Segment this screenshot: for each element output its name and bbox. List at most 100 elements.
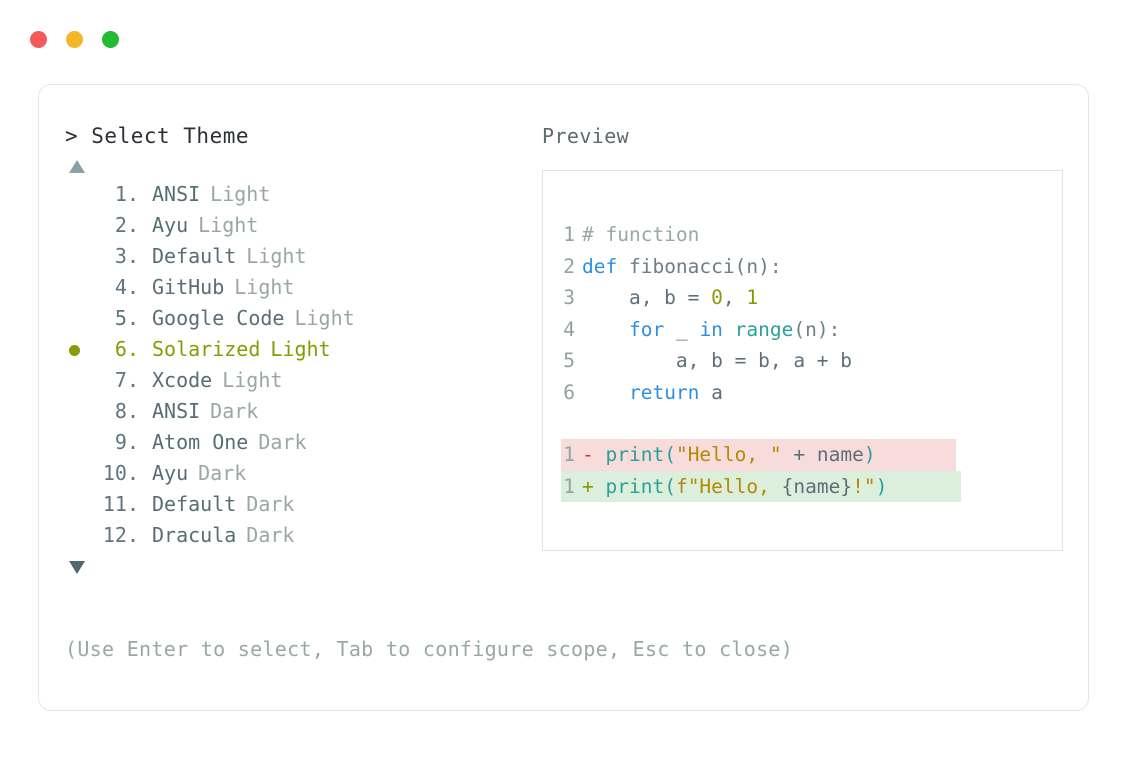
preview-box: 1 # function 2 def fibonacci(n): 3 a, b = … <box>542 170 1063 551</box>
theme-selector-panel: > Select Theme 1. ANSI Light 2. Ayu Ligh… <box>65 121 545 574</box>
page-title: > Select Theme <box>65 124 250 148</box>
keyboard-hint: (Use Enter to select, Tab to configure s… <box>65 637 794 661</box>
list-item-index: 12. <box>102 523 139 547</box>
token-function: print <box>605 474 665 498</box>
line-number: 4 <box>563 317 575 341</box>
preview-label: Preview <box>542 124 630 148</box>
scroll-down-icon[interactable] <box>69 561 85 574</box>
list-item[interactable]: 8. ANSI Dark <box>65 396 545 427</box>
list-item-name: ANSI <box>152 182 201 206</box>
token-number: 0 <box>711 286 723 309</box>
token-string-end: " <box>863 474 876 498</box>
code-line: 3 a, b = 0, 1 <box>561 282 1056 314</box>
maximize-button[interactable] <box>102 31 119 48</box>
list-item-name: Solarized <box>152 337 261 361</box>
list-item[interactable]: 12. Dracula Dark <box>65 520 545 551</box>
token-punct: ) <box>875 474 888 498</box>
diff-removed-line: 1- print("Hello, " + name) <box>561 439 956 471</box>
close-button[interactable] <box>30 31 47 48</box>
token-keyword: in <box>699 317 723 341</box>
token-punct: ( <box>664 443 676 466</box>
line-number: 6 <box>563 380 575 404</box>
code-line: 5 a, b = b, a + b <box>561 345 1056 377</box>
token-indent <box>582 318 629 341</box>
token-plain: _ <box>664 317 700 341</box>
token-punct: ) <box>863 443 876 466</box>
token-keyword: def <box>582 254 618 278</box>
list-item-name: ANSI <box>152 399 201 423</box>
line-number: 1 <box>563 474 575 498</box>
list-item[interactable]: 10. Ayu Dark <box>65 458 545 489</box>
token-placeholder: {name} <box>781 474 853 498</box>
token-plain: a <box>699 380 723 404</box>
line-number: 2 <box>563 254 575 278</box>
list-item[interactable]: 2. Ayu Light <box>65 210 545 241</box>
token-punct: (n): <box>734 254 782 278</box>
list-item[interactable]: 3. Default Light <box>65 241 545 272</box>
list-item-selected[interactable]: 6. Solarized Light <box>65 334 545 365</box>
token-plain: a, b = <box>582 286 712 309</box>
token-plain: a, b = b, a + b <box>582 349 853 372</box>
token-builtin: range <box>734 317 794 341</box>
theme-picker-card: > Select Theme 1. ANSI Light 2. Ayu Ligh… <box>38 84 1089 711</box>
diff-marker-plus: + <box>582 474 594 498</box>
list-item[interactable]: 9. Atom One Dark <box>65 427 545 458</box>
list-item-index: 7. <box>114 368 139 392</box>
list-item-name: Xcode <box>152 368 213 392</box>
diff-marker-minus: - <box>582 443 594 466</box>
list-item-index: 5. <box>114 306 139 330</box>
token-bang: ! <box>852 474 864 498</box>
code-line: 4 for _ in range(n): <box>561 314 1056 346</box>
list-item-variant: Light <box>246 244 307 268</box>
token-number: 1 <box>746 286 759 309</box>
list-item[interactable]: 4. GitHub Light <box>65 272 545 303</box>
diff-added-line: 1 + print(f"Hello, {name}!") <box>561 470 961 502</box>
list-item-index: 4. <box>114 275 139 299</box>
token-indent <box>582 381 629 404</box>
token-comment: # function <box>582 223 700 246</box>
token-function: fibonacci <box>617 254 735 278</box>
token-plain: + <box>781 443 817 466</box>
list-item-name: GitHub <box>152 275 225 299</box>
token-punct: ( <box>664 474 676 498</box>
token-string: "Hello, " <box>675 443 782 466</box>
token-keyword: return <box>628 380 700 404</box>
list-item-index: 8. <box>114 399 139 423</box>
list-item-variant: Dark <box>246 523 295 547</box>
list-item-variant: Light <box>294 306 355 330</box>
token-function: print <box>605 443 665 466</box>
token-space <box>723 318 735 341</box>
selection-bullet-slot <box>65 334 93 427</box>
list-item-name: Google Code <box>152 306 285 330</box>
list-item-index: 10. <box>102 461 139 485</box>
list-item[interactable]: 1. ANSI Light <box>65 179 545 210</box>
token-string: f"Hello, <box>675 474 782 498</box>
preview-panel: Preview 1 # function 2 def fibonacci(n): 3… <box>542 121 1067 551</box>
code-line: 1 # function <box>561 219 1056 251</box>
list-item-name: Ayu <box>152 461 189 485</box>
scroll-up-icon[interactable] <box>69 160 85 173</box>
list-item[interactable]: 5. Google Code Light <box>65 303 545 334</box>
list-item-variant: Light <box>234 275 295 299</box>
line-number: 1 <box>563 223 575 246</box>
line-number: 1 <box>563 443 575 466</box>
list-item[interactable]: 7. Xcode Light <box>65 365 545 396</box>
list-item-name: Atom One <box>152 430 249 454</box>
list-item-name: Ayu <box>152 213 189 237</box>
token-identifier: name <box>816 443 864 466</box>
list-item-index: 11. <box>102 492 139 516</box>
list-item-name: Default <box>152 492 237 516</box>
token-keyword: for <box>628 317 665 341</box>
list-item-index: 1. <box>114 182 139 206</box>
minimize-button[interactable] <box>66 31 83 48</box>
list-item-variant: Light <box>270 337 331 361</box>
list-item-index: 2. <box>114 213 139 237</box>
diff-block: 1- print("Hello, " + name) 1+ print(f"He… <box>561 439 1056 502</box>
list-item-variant: Dark <box>210 399 259 423</box>
list-item-index: 6. <box>114 337 139 361</box>
list-item-variant: Light <box>198 213 259 237</box>
list-item-name: Default <box>152 244 237 268</box>
list-item[interactable]: 11. Default Dark <box>65 489 545 520</box>
code-line: 6 return a <box>561 377 1056 409</box>
list-item-index: 3. <box>114 244 139 268</box>
